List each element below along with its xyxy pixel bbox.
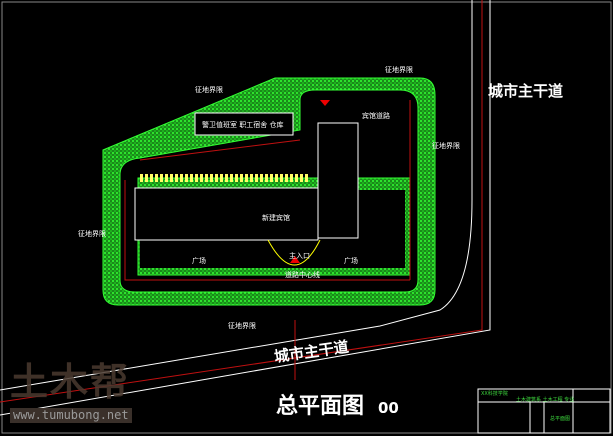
drawing-title: 总平面图 bbox=[276, 393, 364, 419]
red-road-lines bbox=[124, 100, 411, 281]
hotel-building bbox=[134, 187, 319, 241]
boundary-label: 征地界限 bbox=[78, 229, 106, 238]
road-label-right: 城市主干道 bbox=[488, 82, 563, 100]
watermark-logo: 土木帮 bbox=[10, 360, 131, 404]
entrance-arc bbox=[267, 239, 321, 266]
hotel-label: 新建宾馆 bbox=[262, 213, 290, 222]
drawing-title-suffix: 00 bbox=[378, 399, 399, 417]
department: 土木建筑系 土木工程 专业 bbox=[516, 396, 574, 403]
service-buildings-label: 警卫值班室 职工宿舍 仓库 bbox=[202, 120, 283, 129]
road-edge bbox=[0, 0, 491, 416]
entrance-marker bbox=[290, 256, 300, 263]
road-centerline bbox=[0, 0, 483, 403]
boundary-label: 征地界限 bbox=[195, 85, 223, 94]
school-name: XX科技学院 bbox=[481, 390, 508, 397]
road-centerline-label: 道路中心线 bbox=[285, 270, 320, 279]
title-block-drawing-name: 总平面图 bbox=[550, 415, 570, 422]
title-block: XX科技学院 土木建筑系 土木工程 专业 总平面图 bbox=[477, 388, 611, 434]
north-marker bbox=[320, 100, 330, 106]
hotel-tower bbox=[317, 122, 359, 239]
watermark-url: www.tumubong.net bbox=[10, 408, 132, 423]
boundary-label: 征地界限 bbox=[228, 321, 256, 330]
boundary-label: 征地界限 bbox=[385, 65, 413, 74]
service-buildings bbox=[194, 112, 294, 136]
main-entrance-label: 主入口 bbox=[289, 251, 310, 260]
plaza-label: 广场 bbox=[192, 256, 206, 265]
road-edge bbox=[0, 0, 473, 391]
boundary-label: 征地界限 bbox=[432, 141, 460, 150]
plaza-label: 广场 bbox=[344, 256, 358, 265]
guest-road-label: 宾馆道路 bbox=[362, 111, 390, 120]
